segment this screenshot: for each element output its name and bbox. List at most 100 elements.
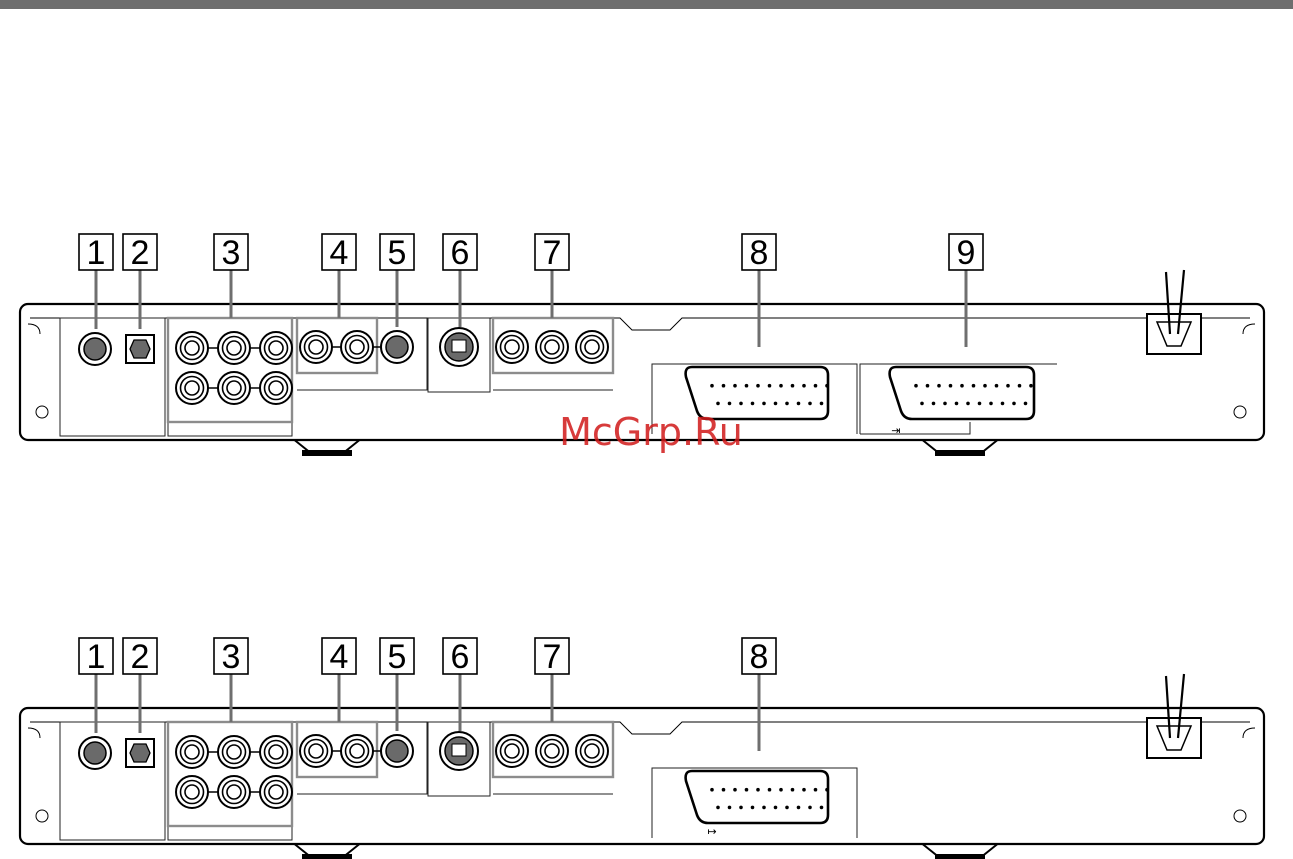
scart-pin <box>1029 384 1033 388</box>
callout-number: 8 <box>750 638 769 676</box>
scart-pin <box>768 788 772 792</box>
callout-number: 7 <box>543 234 562 272</box>
video-jack <box>381 331 413 363</box>
audio-jack <box>260 332 292 364</box>
audio-jack <box>218 332 250 364</box>
scart-pin <box>825 384 829 388</box>
foot-pad <box>302 854 352 859</box>
scart-pin <box>751 402 755 406</box>
scart-pin <box>791 384 795 388</box>
scart-pin <box>710 384 714 388</box>
callout-number: 6 <box>451 638 470 676</box>
scart-pin <box>762 806 766 810</box>
scart-pin <box>785 402 789 406</box>
scart-pin <box>814 788 818 792</box>
scart-pin <box>1012 402 1016 406</box>
scart-pin <box>955 402 959 406</box>
scart-connector-1 <box>686 771 829 823</box>
scart-pin <box>937 384 941 388</box>
scart-pin <box>785 806 789 810</box>
scart-pin <box>722 384 726 388</box>
scart-connector-2 <box>890 367 1034 419</box>
optical-jack <box>126 739 154 767</box>
scart-input-icon: ⇥ <box>891 424 900 437</box>
callout-number: 3 <box>222 234 241 272</box>
scart-pin <box>739 806 743 810</box>
scart-pin <box>820 806 824 810</box>
scart-pin <box>943 402 947 406</box>
scart-pin <box>989 402 993 406</box>
scart-pin <box>808 806 812 810</box>
callout-number: 2 <box>131 638 150 676</box>
scart-pin <box>797 806 801 810</box>
foot-pad <box>302 450 352 456</box>
callout-number: 4 <box>330 234 349 272</box>
chassis <box>20 708 1264 844</box>
scart-pin <box>728 402 732 406</box>
audio-jack <box>260 372 292 404</box>
scart-pin <box>802 384 806 388</box>
callout-number: 2 <box>131 234 150 272</box>
scart-output-icon: ↦ <box>707 825 716 838</box>
component-jack <box>576 735 608 767</box>
scart-pin <box>797 402 801 406</box>
optical-jack <box>126 335 154 363</box>
audio-jack <box>218 372 250 404</box>
coaxial-jack <box>79 333 111 365</box>
audio-jack <box>260 776 292 808</box>
scart-pin <box>716 402 720 406</box>
scart-pin <box>983 384 987 388</box>
rear-panel-bottom: ↦12345678 <box>20 638 1264 859</box>
foot-pad <box>935 854 985 859</box>
callout-number: 9 <box>957 234 976 272</box>
scart-pin <box>960 384 964 388</box>
scart-pin <box>1018 384 1022 388</box>
scart-pin <box>802 788 806 792</box>
scart-pin <box>779 788 783 792</box>
callout-number: 5 <box>388 234 407 272</box>
scart-pin <box>914 384 918 388</box>
scart-pin <box>1001 402 1005 406</box>
scart-pin <box>949 384 953 388</box>
audio-r-jack <box>341 331 373 363</box>
scart-pin <box>920 402 924 406</box>
scart-pin <box>739 402 743 406</box>
audio-jack <box>218 776 250 808</box>
video-jack <box>381 735 413 767</box>
callout-number: 8 <box>750 234 769 272</box>
scart-pin <box>820 402 824 406</box>
callout-number: 7 <box>543 638 562 676</box>
scart-pin <box>791 788 795 792</box>
audio-l-jack <box>300 331 332 363</box>
scart-pin <box>774 402 778 406</box>
scart-pin <box>751 806 755 810</box>
scart-pin <box>733 788 737 792</box>
scart-pin <box>779 384 783 388</box>
scart-pin <box>722 788 726 792</box>
scart-pin <box>825 788 829 792</box>
scart-pin <box>995 384 999 388</box>
scart-pin <box>745 788 749 792</box>
audio-jack <box>176 776 208 808</box>
scart-pin <box>774 806 778 810</box>
scart-pin <box>1006 384 1010 388</box>
s-video-jack <box>440 328 478 366</box>
scart-pin <box>814 384 818 388</box>
scart-pin <box>1024 402 1028 406</box>
scart-pin <box>710 788 714 792</box>
callout-number: 1 <box>87 234 106 272</box>
component-jack <box>536 331 568 363</box>
scart-pin <box>972 384 976 388</box>
callout-number: 1 <box>87 638 106 676</box>
audio-jack <box>176 372 208 404</box>
audio-jack <box>260 736 292 768</box>
scart-pin <box>756 788 760 792</box>
scart-pin <box>978 402 982 406</box>
callout-number: 6 <box>451 234 470 272</box>
scart-pin <box>932 402 936 406</box>
coaxial-jack <box>79 737 111 769</box>
scart-pin <box>733 384 737 388</box>
scart-pin <box>808 402 812 406</box>
scart-pin <box>728 806 732 810</box>
